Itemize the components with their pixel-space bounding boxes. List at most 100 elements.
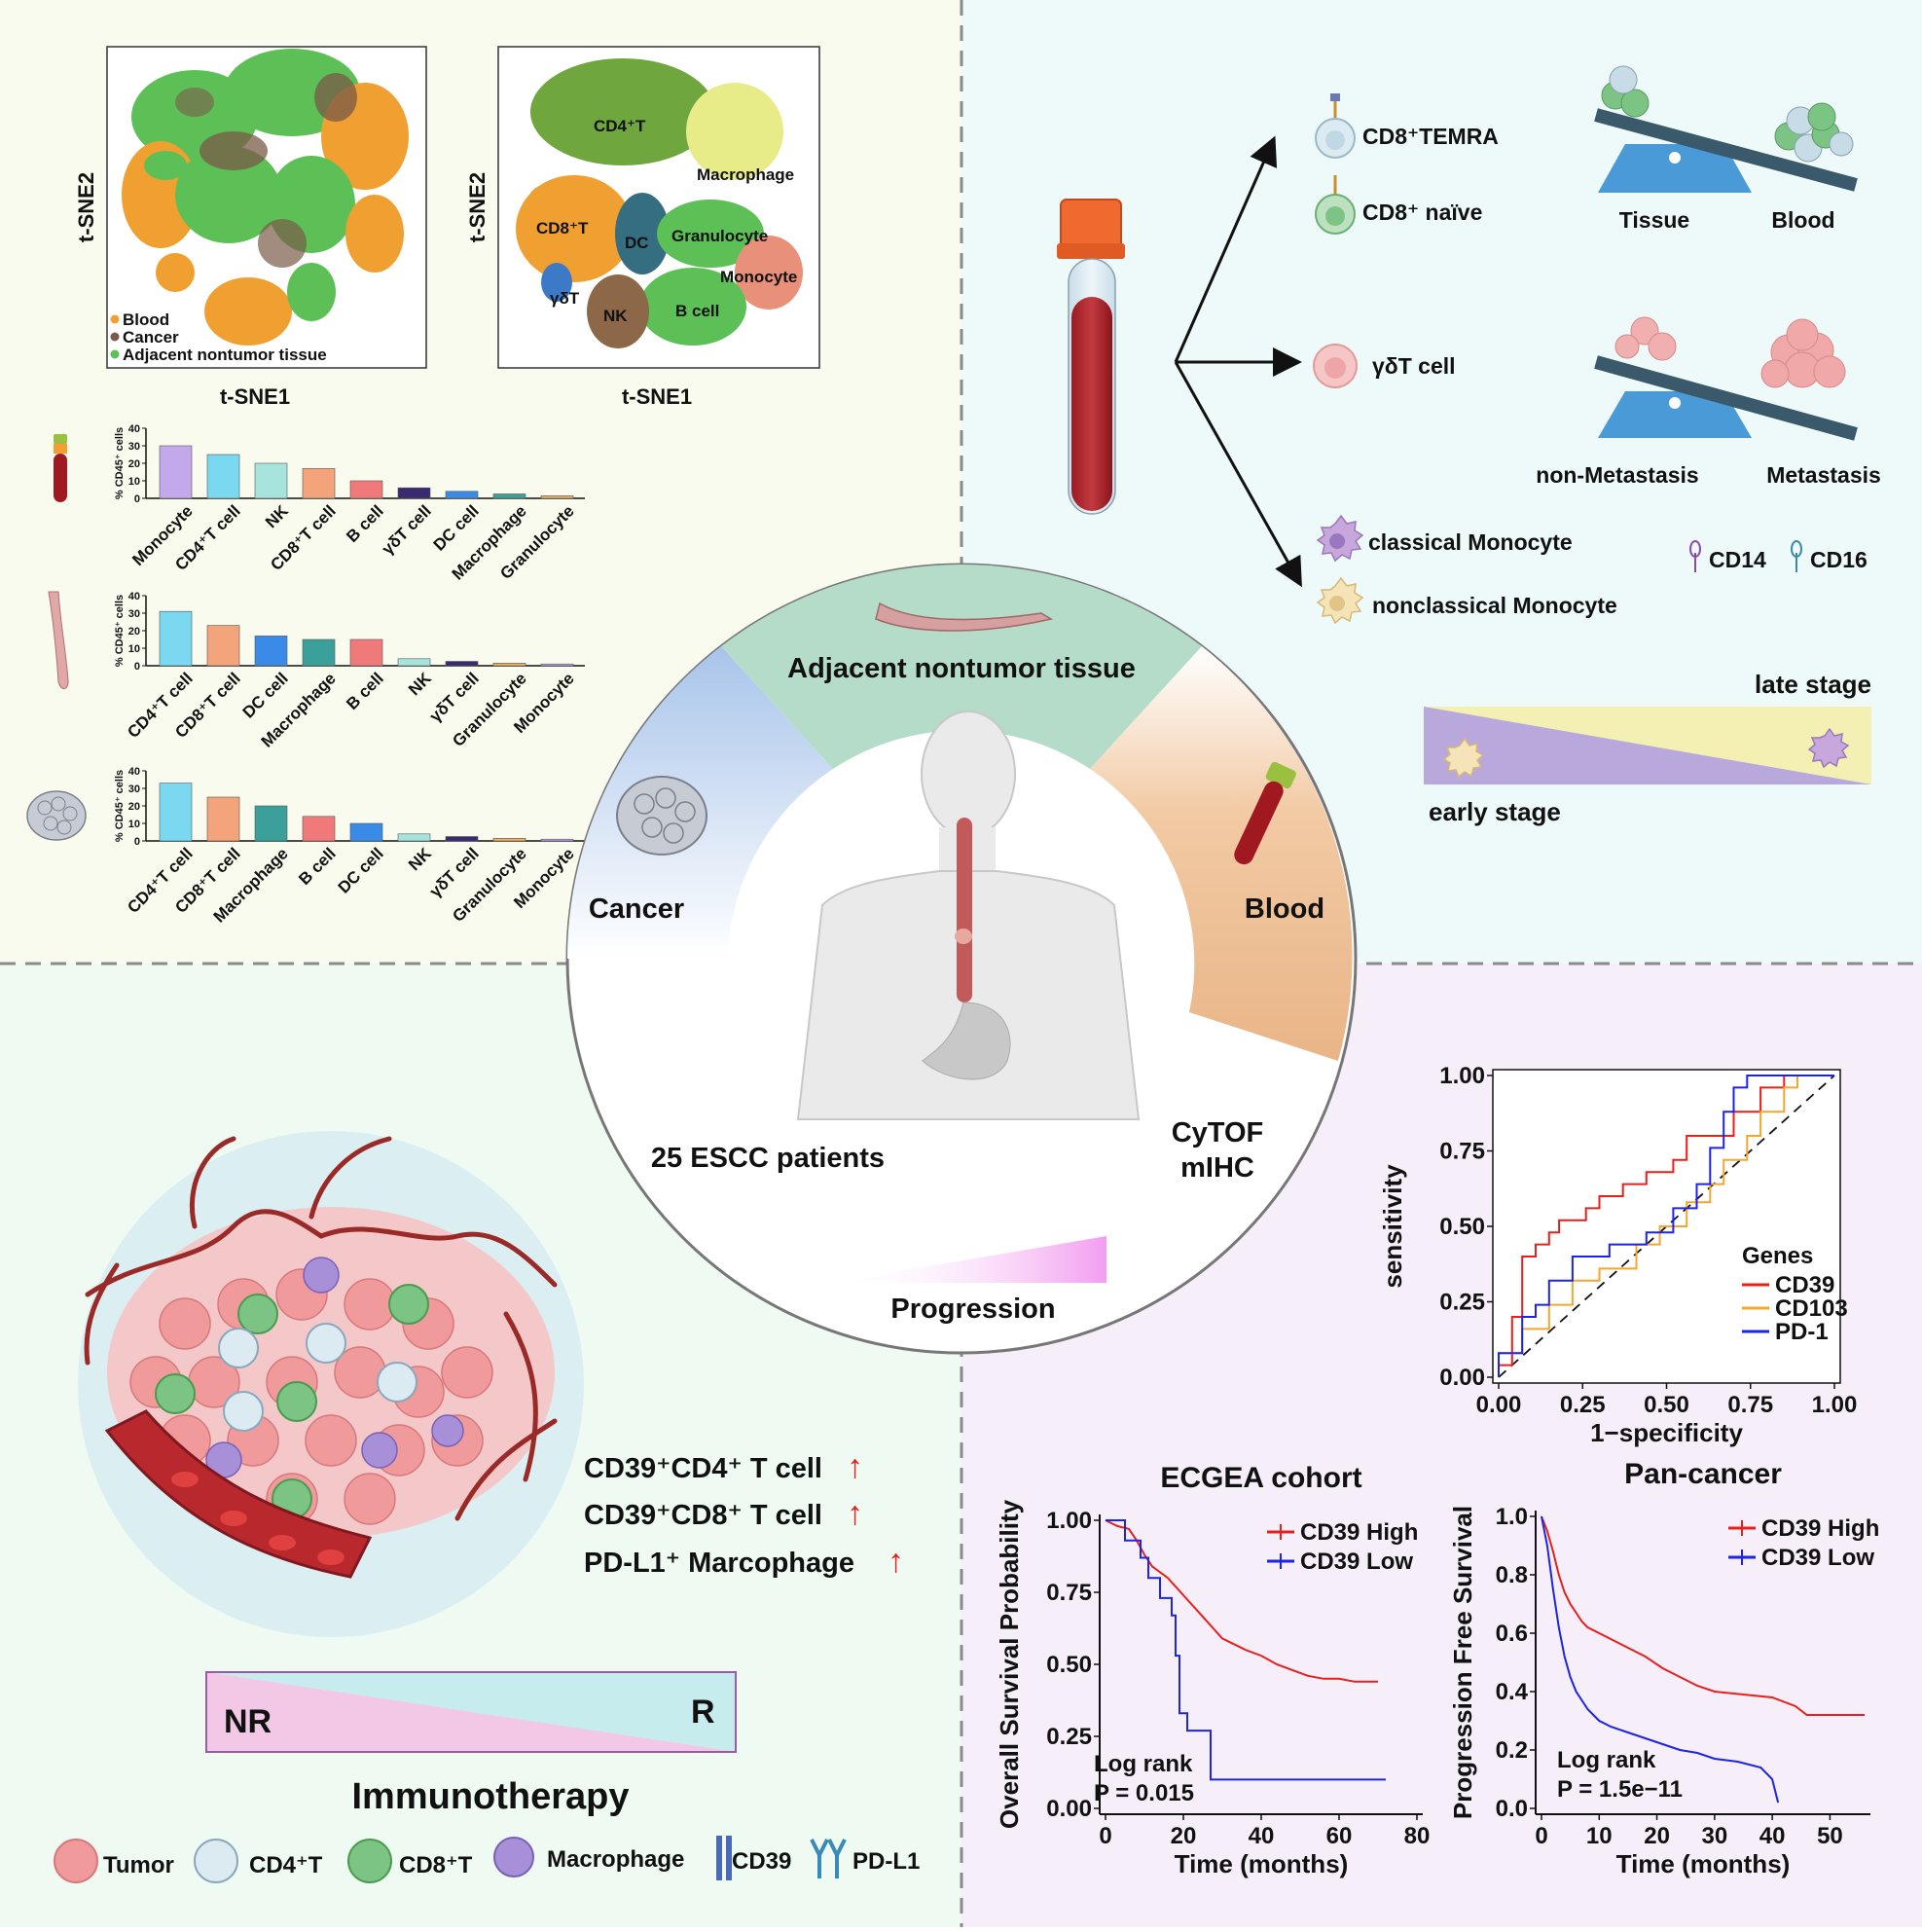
bar-y-label: % CD45⁺ cells	[114, 595, 126, 667]
tsne-left-panel: Blood Cancer Adjacent nontumor tissue t-…	[74, 46, 427, 409]
bar	[445, 836, 479, 842]
label-early-stage: early stage	[1429, 797, 1561, 826]
tsne-left-cloud	[122, 49, 409, 346]
bar-y-tick-label: 40	[128, 591, 140, 602]
legend-blood: Blood	[123, 310, 169, 329]
legend-adjacent: Adjacent nontumor tissue	[123, 346, 327, 364]
legend-title: Genes	[1742, 1243, 1813, 1269]
bar	[492, 837, 526, 842]
y-tick-label: 1.00	[1439, 1063, 1485, 1089]
x-tick-label: 0	[1535, 1823, 1547, 1849]
series-line	[1105, 1519, 1378, 1683]
bar	[540, 663, 574, 667]
series-line	[1541, 1515, 1865, 1716]
label-tissue: Tissue	[1619, 207, 1689, 233]
series-line	[1106, 1519, 1386, 1781]
bar	[492, 493, 526, 499]
bar	[254, 462, 288, 499]
x-tick-label: 50	[1817, 1823, 1843, 1849]
x-tick-label: 20	[1644, 1823, 1670, 1849]
arrow-to-monocyte	[1174, 361, 1302, 588]
y-tick-label: 0.50	[1439, 1214, 1485, 1240]
arrow-to-cd8	[1174, 135, 1278, 363]
cd4t-cell-icon	[194, 1839, 238, 1883]
blood-tube-segment-icon	[1234, 761, 1296, 865]
esophagus-segment-icon	[875, 601, 1053, 632]
cd16-icon	[1791, 540, 1802, 572]
label-patients: 25 ESCC patients	[651, 1143, 885, 1174]
finding-cd39-cd4-arrow: ↑	[847, 1448, 863, 1485]
annotation-line-1: Log rank	[1094, 1751, 1193, 1777]
finding-cd39-cd8: CD39⁺CD8⁺ T cell	[584, 1500, 822, 1531]
bar	[254, 805, 288, 842]
bar	[540, 838, 574, 842]
bar-y-tick-label: 40	[128, 423, 140, 435]
blood-vessel	[104, 1409, 373, 1579]
label-metastasis: Metastasis	[1766, 462, 1881, 488]
y-tick-label: 0.00	[1439, 1365, 1485, 1391]
bar-y-tick-label: 0	[134, 836, 140, 848]
y-tick-label: 0.4	[1496, 1679, 1529, 1705]
stage-gradient	[1424, 707, 1871, 784]
legend-tumor: Tumor	[103, 1852, 174, 1878]
x-tick-label: 60	[1326, 1823, 1353, 1849]
segment-adjacent	[721, 564, 1202, 769]
x-tick-label: 0	[1099, 1823, 1111, 1849]
tsne-right-xlabel: t-SNE1	[622, 384, 692, 409]
cd8t-cell-icon	[347, 1839, 392, 1883]
bar	[349, 480, 383, 499]
cd14-icon	[1689, 540, 1701, 572]
tsne-right-ylabel: t-SNE2	[465, 172, 490, 242]
center-hub: Adjacent nontumor tissue Cancer Blood 25…	[565, 563, 1358, 1355]
blood-tube-icon	[54, 434, 67, 502]
series-line	[1498, 1075, 1834, 1377]
segment-blood	[1090, 646, 1353, 1061]
label-cd8-temra: CD8⁺TEMRA	[1362, 124, 1499, 149]
bar-y-tick-label: 40	[128, 766, 140, 778]
finding-pdl1-macrophage: PD-L1⁺ Marcophage	[584, 1548, 854, 1579]
gdt-cell	[1313, 344, 1358, 388]
tsne-right-panel: CD4⁺T Macrophage CD8⁺T DC Granulocyte Mo…	[465, 46, 820, 409]
label-adjacent-segment: Adjacent nontumor tissue	[787, 653, 1136, 684]
x-tick-label: 0.00	[1476, 1392, 1522, 1418]
x-axis-label: Time (months)	[1616, 1849, 1791, 1878]
legend-macrophage: Macrophage	[547, 1846, 684, 1873]
diagonal-reference	[1498, 1075, 1835, 1378]
tumor-cell-icon	[54, 1839, 98, 1883]
cd8-temra-cell	[1315, 93, 1356, 159]
series-line	[1498, 1075, 1834, 1377]
x-tick-label: 40	[1759, 1823, 1786, 1849]
series-line	[1541, 1515, 1780, 1804]
bar	[397, 487, 431, 499]
label-cancer-segment: Cancer	[589, 893, 684, 925]
bar	[397, 833, 431, 842]
bar	[254, 636, 288, 667]
bar	[159, 783, 193, 842]
label-classical-monocyte: classical Monocyte	[1368, 529, 1573, 555]
legend-label: CD103	[1775, 1295, 1848, 1322]
label-blood-scale: Blood	[1771, 207, 1834, 233]
esophagus-tissue-icon	[48, 591, 69, 689]
label-cd8-naive: CD8⁺ naïve	[1362, 200, 1482, 225]
bar-y-tick-label: 30	[128, 784, 140, 795]
bar	[159, 445, 193, 499]
x-tick-label: 20	[1171, 1823, 1197, 1849]
bar-y-tick-label: 10	[128, 819, 140, 830]
label-late-stage: late stage	[1755, 670, 1871, 699]
y-tick-label: 0.00	[1046, 1796, 1092, 1822]
scale-tissue-blood	[1594, 65, 1858, 193]
label-progression: Progression	[890, 1294, 1055, 1325]
bar	[206, 796, 240, 842]
legend-cd39: CD39	[732, 1848, 791, 1875]
cell-legend: Tumor CD4⁺T CD8⁺T Macrophage CD39 PD-L1	[54, 1836, 920, 1883]
y-tick-label: 0.25	[1046, 1724, 1092, 1750]
x-axis-label: Time (months)	[1175, 1849, 1349, 1878]
bar-y-label: % CD45⁺ cells	[114, 770, 126, 842]
bar	[302, 638, 336, 667]
bar	[206, 625, 240, 667]
annotation-line-2: P = 1.5e−11	[1557, 1776, 1683, 1803]
legend-cancer: Cancer	[123, 328, 179, 346]
